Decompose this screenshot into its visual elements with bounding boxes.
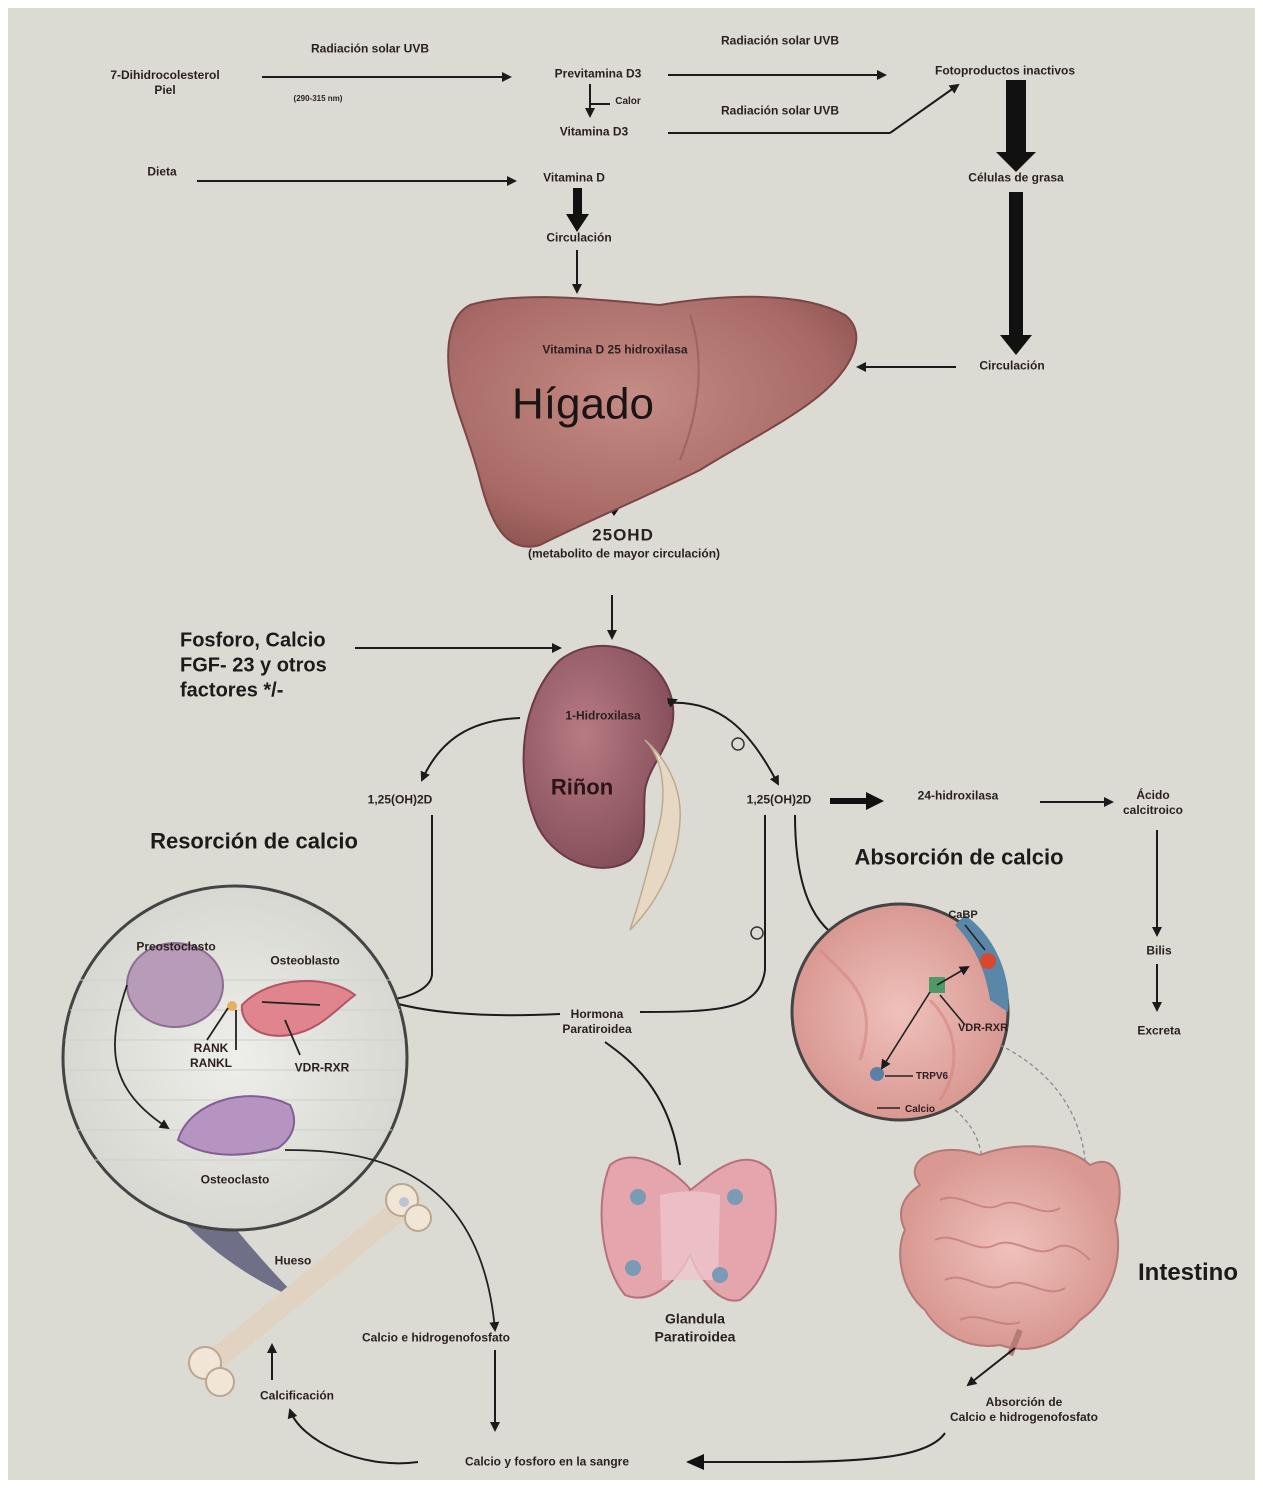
rank-rankl-label: RANK RANKL — [190, 1041, 232, 1071]
previtamina-label: Previtamina D3 — [555, 67, 642, 82]
hormona-paratiroidea-label: Hormona Paratiroidea — [562, 1007, 631, 1037]
fotoproductos-label: Fotoproductos inactivos — [935, 64, 1075, 79]
hueso-label: Hueso — [275, 1254, 312, 1269]
circulacion-label-2: Circulación — [979, 359, 1044, 374]
hidroxilasa-25-label: Vitamina D 25 hidroxilasa — [542, 343, 687, 358]
calcitriol-right-label: 1,25(OH)2D — [747, 793, 812, 808]
metabolito-label: (metabolito de mayor circulación) — [528, 547, 720, 562]
intestino-title: Intestino — [1138, 1258, 1238, 1288]
absorcion-title: Absorción de calcio — [854, 843, 1063, 871]
factores-label: Fosforo, Calcio FGF- 23 y otros factores… — [180, 629, 327, 704]
dieta-label: Dieta — [147, 165, 176, 180]
vitamina-d-label: Vitamina D — [543, 171, 605, 186]
calcio-small-label: Calcio — [905, 1104, 935, 1117]
resorcion-title: Resorción de calcio — [150, 827, 358, 855]
calcificacion-label: Calcificación — [260, 1389, 334, 1404]
calcio-hidrogenofosfato-label: Calcio e hidrogenofosfato — [362, 1331, 510, 1346]
25ohd-label: 25OHD — [592, 524, 654, 545]
preosteoclasto-label: Preostoclasto — [136, 940, 215, 955]
calcio-sangre-label: Calcio y fosforo en la sangre — [465, 1455, 629, 1470]
uvb-label-1: Radiación solar UVB — [311, 42, 429, 57]
calcitriol-left-label: 1,25(OH)2D — [368, 793, 433, 808]
glandula-label: Glandula Paratiroidea — [655, 1311, 736, 1346]
uvb-label-3: Radiación solar UVB — [721, 104, 839, 119]
osteoclasto-label: Osteoclasto — [201, 1173, 270, 1188]
cabp-label: CaBP — [948, 909, 977, 923]
wavelength-label: (290-315 nm) — [294, 94, 343, 104]
osteoblasto-label: Osteoblasto — [270, 954, 339, 969]
vdr-rxr-right-label: VDR-RXR — [958, 1022, 1008, 1036]
hidroxilasa-24-label: 24-hidroxilasa — [918, 789, 999, 804]
acido-calcitroico-label: Ácido calcitroico — [1123, 788, 1183, 818]
absorcion-calcio-label: Absorción de Calcio e hidrogenofosfato — [950, 1395, 1098, 1425]
dihidrocolesterol-label: 7-Dihidrocolesterol Piel — [110, 68, 219, 98]
hidroxilasa-1-label: 1-Hidroxilasa — [565, 709, 640, 724]
rinon-title: Riñon — [551, 773, 613, 801]
vitamina-d3-label: Vitamina D3 — [560, 125, 628, 140]
excreta-label: Excreta — [1137, 1024, 1180, 1039]
higado-title: Hígado — [512, 377, 654, 432]
bilis-label: Bilis — [1146, 944, 1171, 959]
trpv6-label: TRPV6 — [916, 1071, 948, 1084]
calor-label: Calor — [615, 96, 641, 109]
circulacion-label-1: Circulación — [546, 231, 611, 246]
uvb-label-2: Radiación solar UVB — [721, 34, 839, 49]
celulas-grasa-label: Células de grasa — [968, 171, 1063, 186]
vdr-rxr-left-label: VDR-RXR — [295, 1061, 350, 1076]
